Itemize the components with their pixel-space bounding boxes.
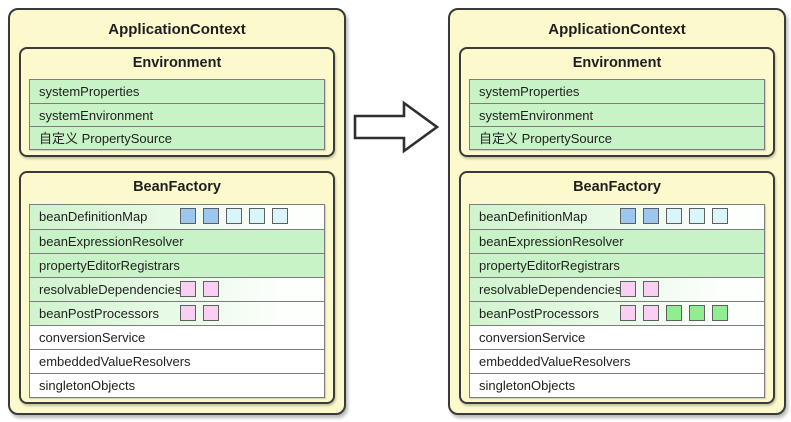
blue-chip <box>203 208 219 224</box>
application-context-panel-before: ApplicationContext Environment systemPro… <box>8 8 346 415</box>
blue-chip <box>620 208 636 224</box>
row-label: beanExpressionResolver <box>39 234 184 249</box>
row-label: 自定义 PropertySource <box>479 131 612 146</box>
environment-box: Environment systemProperties systemEnvir… <box>459 47 775 157</box>
row-label: singletonObjects <box>39 378 136 393</box>
pink-chip <box>180 305 196 321</box>
bean-factory-table: beanDefinitionMap beanExpressionResolver… <box>29 204 325 398</box>
row-label: beanPostProcessors <box>39 306 159 321</box>
bean-factory-box: BeanFactory beanDefinitionMap beanExpres… <box>19 171 335 404</box>
table-row: beanPostProcessors <box>470 301 764 325</box>
cyan-chip <box>272 208 288 224</box>
blue-chip <box>180 208 196 224</box>
table-row: propertyEditorRegistrars <box>30 253 324 277</box>
row-label: conversionService <box>479 330 586 345</box>
row-label: systemEnvironment <box>479 108 594 123</box>
application-context-panel-after: ApplicationContext Environment systemPro… <box>448 8 786 415</box>
table-row: beanDefinitionMap <box>470 205 764 229</box>
pink-chip <box>643 305 659 321</box>
dependency-chip-group <box>180 281 219 297</box>
row-label: 自定义 PropertySource <box>39 131 172 146</box>
row-label: beanExpressionResolver <box>479 234 624 249</box>
environment-table: systemProperties systemEnvironment 自定义 P… <box>469 79 765 150</box>
row-label: beanDefinitionMap <box>479 209 588 224</box>
row-label: systemProperties <box>39 84 140 99</box>
row-label: singletonObjects <box>479 378 576 393</box>
table-row: conversionService <box>470 325 764 349</box>
pink-chip <box>203 305 219 321</box>
panel-title: ApplicationContext <box>548 21 686 38</box>
cyan-chip <box>689 208 705 224</box>
bean-definition-chip-group <box>180 208 288 224</box>
table-row: resolvableDependencies <box>470 277 764 301</box>
row-label: propertyEditorRegistrars <box>39 258 180 273</box>
environment-title: Environment <box>132 55 222 71</box>
environment-box: Environment systemProperties systemEnvir… <box>19 47 335 157</box>
pink-chip <box>180 281 196 297</box>
cyan-chip <box>249 208 265 224</box>
table-row: beanExpressionResolver <box>470 229 764 253</box>
green-chip <box>712 305 728 321</box>
green-chip <box>666 305 682 321</box>
transition-arrow-icon <box>352 99 440 155</box>
bean-factory-title: BeanFactory <box>133 179 221 195</box>
pink-chip <box>620 281 636 297</box>
row-label: beanPostProcessors <box>479 306 599 321</box>
environment-table: systemProperties systemEnvironment 自定义 P… <box>29 79 325 150</box>
row-label: embeddedValueResolvers <box>39 354 191 369</box>
table-row: systemProperties <box>470 80 764 103</box>
cyan-chip <box>712 208 728 224</box>
row-label: conversionService <box>39 330 146 345</box>
row-label: systemEnvironment <box>39 108 154 123</box>
table-row: systemEnvironment <box>470 103 764 126</box>
row-label: systemProperties <box>479 84 580 99</box>
table-row: systemProperties <box>30 80 324 103</box>
panel-title: ApplicationContext <box>108 21 246 38</box>
table-row: embeddedValueResolvers <box>30 349 324 373</box>
bean-definition-chip-group <box>620 208 728 224</box>
table-row: propertyEditorRegistrars <box>470 253 764 277</box>
post-processor-chip-group <box>180 305 219 321</box>
table-row: beanPostProcessors <box>30 301 324 325</box>
table-row: 自定义 PropertySource <box>470 126 764 149</box>
pink-chip <box>203 281 219 297</box>
table-row: singletonObjects <box>470 373 764 397</box>
pink-chip <box>620 305 636 321</box>
dependency-chip-group <box>620 281 659 297</box>
table-row: beanDefinitionMap <box>30 205 324 229</box>
row-label: resolvableDependencies <box>479 282 622 297</box>
bean-factory-title: BeanFactory <box>573 179 661 195</box>
table-row: singletonObjects <box>30 373 324 397</box>
green-chip <box>689 305 705 321</box>
blue-chip <box>643 208 659 224</box>
table-row: beanExpressionResolver <box>30 229 324 253</box>
row-label: beanDefinitionMap <box>39 209 148 224</box>
table-row: systemEnvironment <box>30 103 324 126</box>
table-row: resolvableDependencies <box>30 277 324 301</box>
bean-factory-box: BeanFactory beanDefinitionMap beanExpres… <box>459 171 775 404</box>
cyan-chip <box>226 208 242 224</box>
cyan-chip <box>666 208 682 224</box>
table-row: conversionService <box>30 325 324 349</box>
environment-title: Environment <box>572 55 662 71</box>
row-label: propertyEditorRegistrars <box>479 258 620 273</box>
pink-chip <box>643 281 659 297</box>
table-row: 自定义 PropertySource <box>30 126 324 149</box>
row-label: resolvableDependencies <box>39 282 182 297</box>
post-processor-chip-group <box>620 305 728 321</box>
bean-factory-table: beanDefinitionMap beanExpressionResolver… <box>469 204 765 398</box>
table-row: embeddedValueResolvers <box>470 349 764 373</box>
row-label: embeddedValueResolvers <box>479 354 631 369</box>
